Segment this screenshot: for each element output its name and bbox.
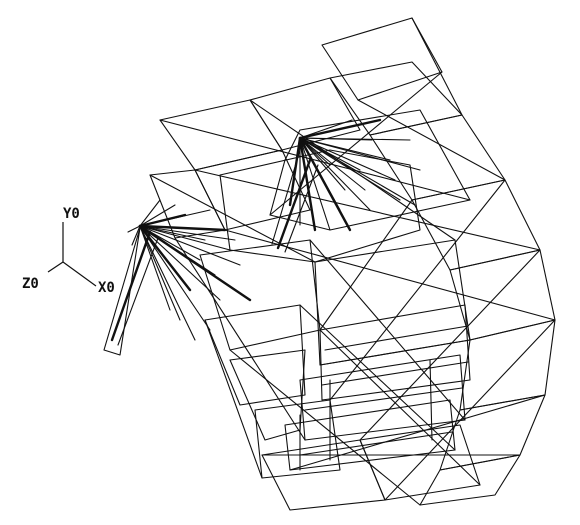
brace-17 — [174, 237, 306, 441]
rib-3 — [321, 361, 469, 386]
top-panel-6 — [369, 114, 506, 201]
right-fan-line — [299, 137, 341, 211]
left-fan-line — [139, 225, 221, 301]
left-fan-line — [139, 225, 206, 241]
brace-12 — [229, 349, 421, 506]
left-fan-line — [139, 225, 171, 311]
lower-panel-3 — [229, 349, 306, 441]
brace-7 — [359, 249, 541, 441]
lower-left-spike-edge-2 — [117, 237, 159, 346]
left-fan-line — [139, 225, 211, 331]
top-panel-4 — [329, 61, 463, 136]
left-fan-line — [127, 225, 141, 233]
left-fan-line — [139, 225, 241, 266]
x-axis-label: X0 — [98, 280, 115, 296]
left-fan-line — [139, 199, 161, 227]
right-fan-line — [299, 137, 346, 191]
brace-3 — [194, 169, 541, 251]
lower-panel-2 — [204, 304, 306, 406]
left-fan-line — [139, 225, 236, 241]
lower-left-spike-edge — [110, 230, 152, 342]
wireframe-mesh — [103, 17, 556, 511]
coordinate-axes: Y0 Z0 X0 — [22, 206, 115, 296]
lower-panel-5 — [261, 439, 386, 511]
right-fan-line — [298, 118, 382, 140]
left-fan-line — [139, 225, 231, 251]
left-fan-cluster — [127, 199, 252, 341]
brace-4 — [224, 229, 556, 321]
right-fan-line — [299, 137, 371, 211]
brace-14 — [411, 17, 463, 116]
brace-10 — [319, 329, 481, 486]
right-fan-line — [299, 137, 391, 161]
left-fan-line — [139, 225, 196, 341]
right-panel-5 — [419, 454, 521, 506]
left-fan-line — [138, 224, 227, 232]
core-box-front — [314, 239, 471, 366]
right-fan-line — [299, 137, 331, 231]
y-axis-label: Y0 — [63, 206, 80, 222]
brace-11 — [299, 304, 456, 451]
brace-6 — [329, 179, 506, 401]
right-fan-line — [288, 136, 302, 207]
top-panel-1 — [321, 17, 443, 101]
brace-13 — [269, 71, 443, 216]
rib-1 — [319, 339, 471, 366]
brace-1 — [159, 119, 471, 201]
brace-16 — [149, 174, 316, 263]
right-fan-line — [299, 137, 373, 141]
z-axis-line — [47, 261, 64, 273]
right-spike-edge-3 — [271, 149, 301, 245]
top-panel-3 — [159, 99, 283, 171]
rib-8 — [429, 359, 433, 441]
left-fan-line — [139, 204, 176, 227]
right-fan-line — [299, 137, 396, 181]
lower-panel-4 — [254, 399, 341, 479]
right-fan-line — [299, 119, 353, 139]
left-fan-line — [131, 225, 141, 246]
brace-19 — [289, 394, 546, 471]
rib-2 — [324, 325, 469, 351]
rib-4 — [304, 387, 463, 411]
brace-18 — [204, 319, 263, 479]
right-spike-edge — [276, 158, 312, 250]
right-spike-edge-2 — [284, 164, 319, 253]
x-axis-line — [62, 261, 97, 287]
brace-9 — [309, 239, 466, 421]
right-fan-line — [299, 137, 366, 191]
brace-5 — [319, 199, 413, 331]
right-panel-4 — [439, 394, 546, 471]
z-axis-label: Z0 — [22, 276, 39, 292]
brace-15 — [357, 99, 506, 181]
right-fan-line — [299, 137, 416, 206]
right-fan-cluster — [288, 118, 421, 232]
rib-5 — [299, 431, 453, 456]
brace-8 — [384, 319, 556, 501]
right-fan-line — [298, 136, 317, 232]
left-fan-line — [139, 209, 211, 227]
